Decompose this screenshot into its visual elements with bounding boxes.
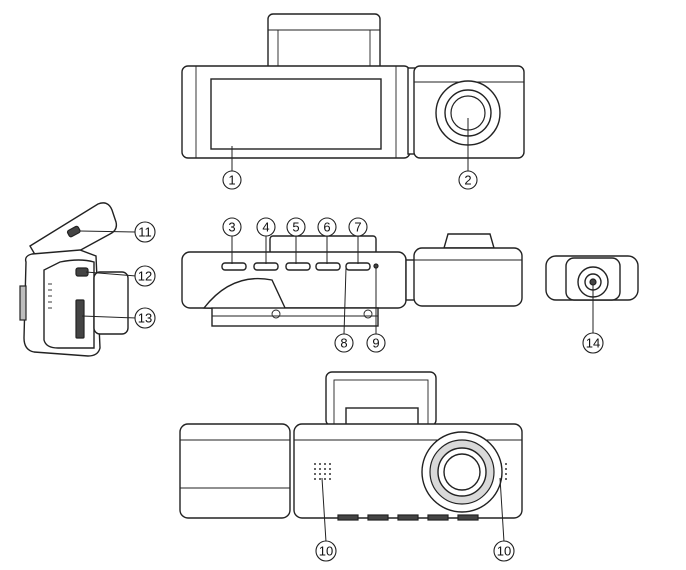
callout-label: 5 <box>292 220 299 235</box>
callout-7: 7 <box>348 217 368 237</box>
callout-10-left: 10 <box>315 540 337 562</box>
mount-bracket <box>267 13 381 75</box>
callout-10-right: 10 <box>493 540 515 562</box>
rear-big-lens-glass <box>443 453 481 491</box>
side-view <box>19 202 129 357</box>
button-7 <box>345 262 371 271</box>
callout-label: 1 <box>228 173 235 188</box>
main-housing-face <box>195 65 397 159</box>
bottom-button <box>427 514 449 521</box>
callout-label: 13 <box>138 311 152 326</box>
rear-camera <box>545 255 639 301</box>
callout-label: 8 <box>340 336 347 351</box>
callout-14: 14 <box>582 332 604 354</box>
top-view-front <box>181 13 525 159</box>
callout-label: 10 <box>319 544 333 559</box>
bottom-lens-module <box>179 423 291 519</box>
callout-2: 2 <box>458 170 478 190</box>
callout-label: 3 <box>228 220 235 235</box>
screw-left <box>271 309 281 319</box>
side-vent-lines <box>48 283 52 309</box>
callout-label: 2 <box>464 173 471 188</box>
button-5 <box>285 262 311 271</box>
bottom-button <box>397 514 419 521</box>
callout-label: 4 <box>262 220 269 235</box>
top-buttons <box>221 262 379 271</box>
callout-11: 11 <box>134 221 156 243</box>
mid-base-plate <box>211 307 379 327</box>
button-4 <box>253 262 279 271</box>
mount-usb-port <box>66 225 81 238</box>
indicator-hole <box>373 263 379 269</box>
speaker-grille-left <box>314 463 331 480</box>
bottom-view <box>179 371 523 521</box>
callout-8: 8 <box>334 333 354 353</box>
callout-label: 11 <box>138 225 152 240</box>
button-6 <box>315 262 341 271</box>
sd-card-slot <box>75 299 85 339</box>
top-view-buttons <box>181 233 523 327</box>
side-lens-barrel <box>93 271 129 335</box>
callout-4: 4 <box>256 217 276 237</box>
callout-label: 6 <box>323 220 330 235</box>
mid-lens-cap <box>443 233 495 249</box>
callout-label: 14 <box>586 336 600 351</box>
mid-lens-module <box>413 247 523 307</box>
button-3 <box>221 262 247 271</box>
bottom-buttons <box>337 514 479 521</box>
callout-6: 6 <box>317 217 337 237</box>
side-button-strip <box>19 285 27 321</box>
callout-label: 7 <box>354 220 361 235</box>
callout-9: 9 <box>366 333 386 353</box>
callout-12: 12 <box>134 265 156 287</box>
bottom-button <box>337 514 359 521</box>
callout-3: 3 <box>222 217 242 237</box>
callout-1: 1 <box>222 170 242 190</box>
callout-13: 13 <box>134 307 156 329</box>
rear-camera-lens <box>589 278 597 286</box>
callout-label: 9 <box>372 336 379 351</box>
mid-suction-base <box>202 277 288 311</box>
callout-5: 5 <box>286 217 306 237</box>
screw-right <box>363 309 373 319</box>
bottom-button <box>367 514 389 521</box>
screen <box>210 78 382 150</box>
leader-lines <box>79 118 594 543</box>
bottom-button <box>457 514 479 521</box>
callout-label: 12 <box>138 269 152 284</box>
callout-label: 10 <box>497 544 511 559</box>
